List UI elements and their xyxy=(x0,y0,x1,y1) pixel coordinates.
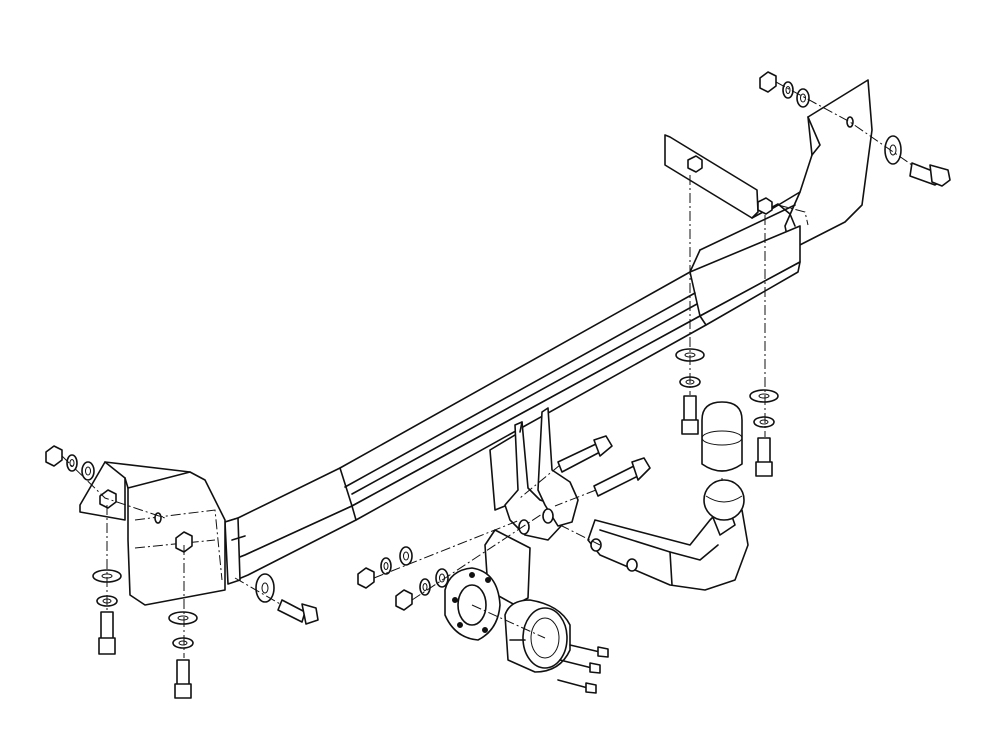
left-bracket xyxy=(79,461,226,606)
right-bracket xyxy=(664,79,873,251)
bolt-icon xyxy=(755,437,773,477)
nut-icon xyxy=(757,197,773,215)
washer-icon xyxy=(782,81,794,99)
screw-icon xyxy=(557,644,609,694)
bolt-icon xyxy=(98,611,116,655)
ball-cover xyxy=(701,401,743,472)
washer-icon xyxy=(399,546,413,566)
socket-plate xyxy=(444,529,531,641)
washer-icon xyxy=(753,416,775,428)
nut-icon xyxy=(357,567,375,589)
bolt-icon xyxy=(277,599,319,625)
washer-icon xyxy=(884,135,902,165)
washer-icon xyxy=(255,573,275,603)
bolt-icon xyxy=(681,395,699,435)
crossbar xyxy=(224,204,801,585)
washer-icon xyxy=(796,88,810,108)
washer-icon xyxy=(749,389,779,403)
washer-icon xyxy=(66,454,78,472)
washer-icon xyxy=(168,611,198,625)
nut-icon xyxy=(759,71,777,93)
washer-icon xyxy=(380,557,392,575)
bolt-icon xyxy=(909,162,951,187)
electrical-socket xyxy=(504,599,571,673)
washer-icon xyxy=(172,637,194,649)
bolt-icon xyxy=(174,659,192,699)
nut-icon xyxy=(687,155,703,173)
nut-icon xyxy=(395,589,413,611)
bolts xyxy=(98,162,951,699)
nuts xyxy=(45,71,777,611)
left-bracket-nut-icon xyxy=(99,489,193,553)
washer-icon xyxy=(81,461,95,481)
tow-ball xyxy=(703,479,745,521)
bolt-icon xyxy=(593,457,651,497)
assembly-centerlines xyxy=(61,81,913,658)
washers xyxy=(66,81,902,649)
center-hitch-bracket xyxy=(489,407,579,541)
bolt-icon xyxy=(557,435,613,473)
washer-icon xyxy=(435,568,449,588)
nut-icon xyxy=(45,445,63,467)
washer-icon xyxy=(419,578,431,596)
